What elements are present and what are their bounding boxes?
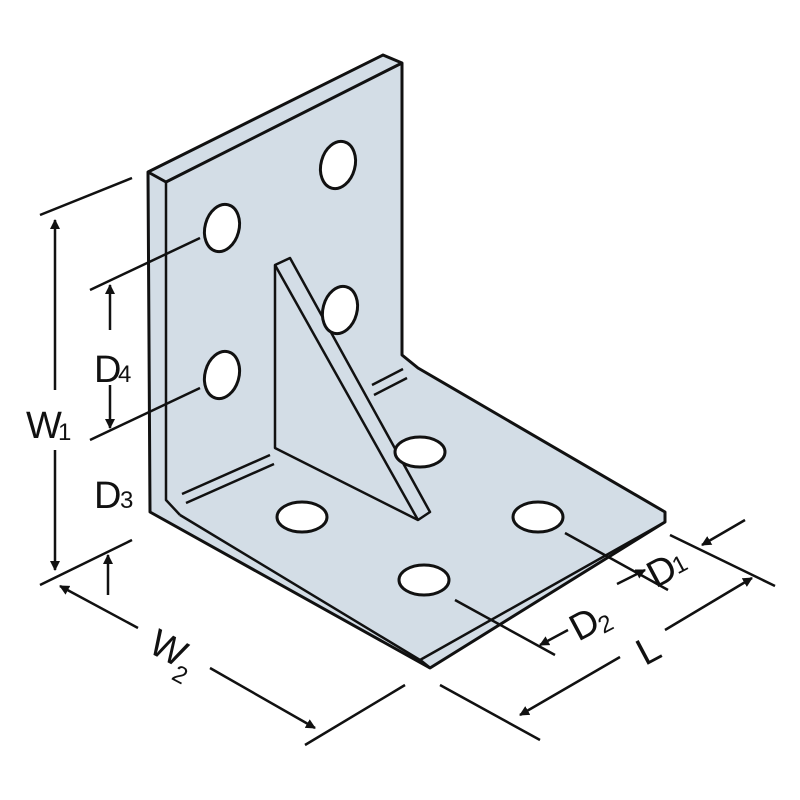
holes-vertical bbox=[202, 139, 360, 401]
label-d3: D 3 bbox=[94, 475, 133, 517]
label-d1: D 1 bbox=[640, 547, 692, 597]
holes-horizontal bbox=[275, 435, 565, 597]
svg-text:D: D bbox=[94, 349, 121, 391]
gusset bbox=[273, 256, 432, 522]
svg-text:W: W bbox=[26, 405, 62, 447]
svg-text:4: 4 bbox=[118, 361, 131, 388]
label-d2: D 2 bbox=[563, 600, 618, 650]
label-w1: W 1 bbox=[26, 405, 71, 447]
label-l: L bbox=[630, 627, 668, 674]
bend-lines bbox=[181, 367, 408, 505]
svg-text:1: 1 bbox=[58, 419, 71, 446]
svg-text:L: L bbox=[630, 627, 668, 674]
svg-text:3: 3 bbox=[120, 487, 133, 514]
dimension-lines bbox=[39, 176, 776, 747]
label-d4: D 4 bbox=[94, 349, 131, 391]
label-w2: W 2 bbox=[142, 622, 194, 690]
svg-text:D: D bbox=[94, 475, 121, 517]
